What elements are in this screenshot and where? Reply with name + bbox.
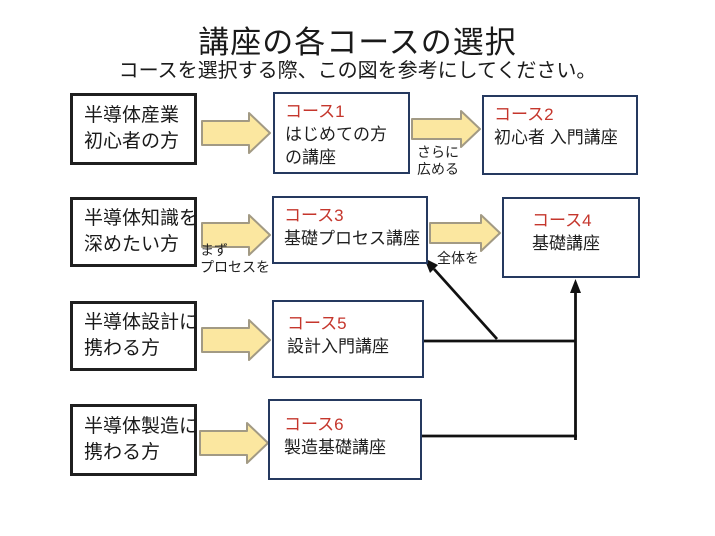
audience-box-line: 半導体製造に bbox=[84, 416, 199, 437]
label-line: まず bbox=[200, 242, 228, 258]
course-2-desc: 初心者 入門講座 bbox=[494, 128, 618, 147]
arrow-course1-to-course2 bbox=[411, 110, 481, 148]
audience-box-beginners: 半導体産業 初心者の方 bbox=[70, 93, 197, 165]
arrow-audience1-to-course1 bbox=[201, 112, 271, 154]
audience-box-line: 深めたい方 bbox=[84, 234, 180, 255]
arrow-audience3-to-course5 bbox=[201, 319, 271, 361]
label-line: 広める bbox=[417, 161, 459, 177]
course-box-3: コース3 基礎プロセス講座 bbox=[272, 196, 428, 264]
audience-box-line: 半導体知識を bbox=[84, 208, 199, 229]
audience-box-line: 携わる方 bbox=[84, 442, 161, 463]
audience-box-line: 半導体設計に bbox=[84, 312, 199, 333]
course-1-title: コース1 bbox=[285, 102, 345, 121]
connector-diagonal-to-course3 bbox=[432, 268, 499, 340]
audience-box-design: 半導体設計に 携わる方 bbox=[70, 301, 199, 371]
arrow-audience4-to-course6 bbox=[199, 422, 269, 464]
course-box-2: コース2 初心者 入門講座 bbox=[482, 95, 638, 175]
course-4-desc: 基礎講座 bbox=[532, 234, 600, 253]
arrow-course3-to-course4 bbox=[429, 214, 501, 252]
label-whole: 全体を bbox=[437, 250, 479, 266]
course-6-desc: 製造基礎講座 bbox=[284, 438, 386, 457]
audience-box-line: 半導体産業 bbox=[84, 105, 180, 126]
diagram-subtitle: コースを選択する際、この図を参考にしてください。 bbox=[118, 60, 597, 82]
course-4-title: コース4 bbox=[532, 211, 592, 230]
label-further-expand: さらに 広める bbox=[417, 144, 459, 178]
label-line: さらに bbox=[417, 144, 459, 160]
audience-box-deepen-knowledge: 半導体知識を 深めたい方 bbox=[70, 197, 199, 267]
course-box-5: コース5 設計入門講座 bbox=[272, 300, 424, 378]
course-3-desc: 基礎プロセス講座 bbox=[284, 229, 420, 248]
audience-box-line: 携わる方 bbox=[84, 338, 161, 359]
course-box-6: コース6 製造基礎講座 bbox=[268, 399, 422, 480]
label-line: プロセスを bbox=[200, 259, 270, 275]
course-2-title: コース2 bbox=[494, 105, 554, 124]
audience-box-line: 初心者の方 bbox=[84, 131, 180, 152]
label-process-first: まず プロセスを bbox=[200, 242, 270, 276]
course-5-desc: 設計入門講座 bbox=[287, 337, 389, 356]
course-3-title: コース3 bbox=[284, 206, 344, 225]
course-5-title: コース5 bbox=[287, 314, 347, 333]
course-box-1: コース1 はじめての方 の講座 bbox=[273, 92, 410, 174]
course-box-4: コース4 基礎講座 bbox=[502, 197, 640, 278]
diagram-title: 講座の各コースの選択 bbox=[198, 25, 517, 60]
arrowhead-into-course4 bbox=[570, 279, 581, 293]
course-6-title: コース6 bbox=[284, 415, 344, 434]
course-1-desc: はじめての方 bbox=[285, 125, 387, 144]
course-1-desc: の講座 bbox=[285, 148, 336, 167]
audience-box-manufacturing: 半導体製造に 携わる方 bbox=[70, 404, 199, 476]
